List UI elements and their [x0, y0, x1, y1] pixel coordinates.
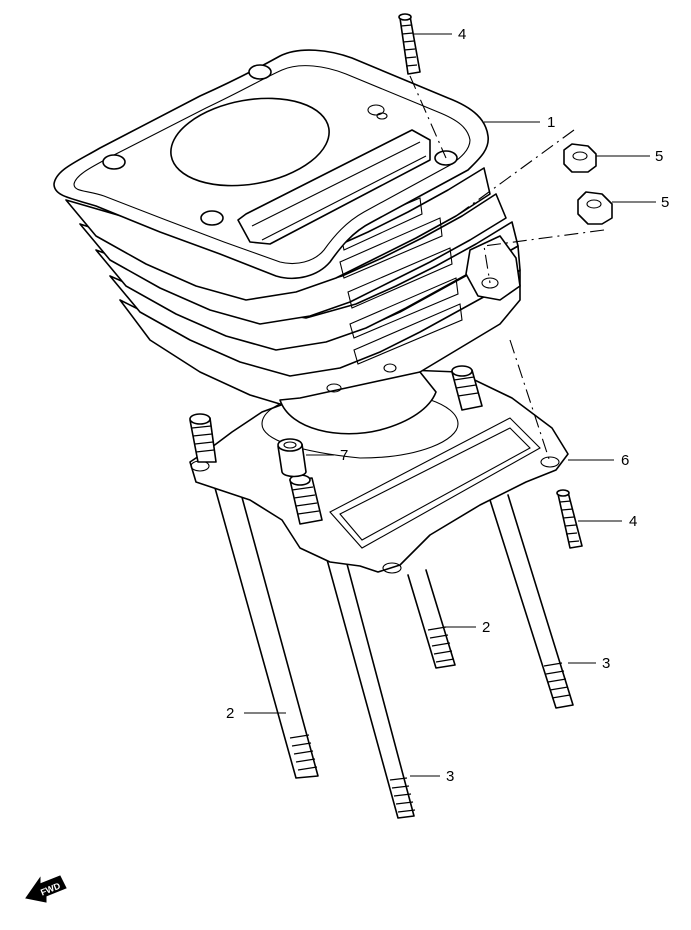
callout-labels: 4 1 5 5 6 7 4 2 3 2 3 — [226, 26, 669, 785]
flange-nut-lower — [577, 191, 613, 225]
flange-nut-upper — [563, 143, 597, 173]
callout-4-top: 4 — [458, 26, 466, 43]
leader-lines — [244, 33, 656, 777]
callout-5-upper: 5 — [655, 148, 663, 165]
callout-6: 6 — [621, 452, 629, 469]
callout-1: 1 — [547, 114, 555, 131]
callout-2-right: 2 — [482, 619, 490, 636]
forward-arrow-icon — [25, 875, 67, 903]
cylinder-block — [53, 49, 521, 435]
assembly-lines — [409, 75, 605, 463]
callout-3-right: 3 — [602, 655, 610, 672]
stud-bolt-3-right — [489, 494, 574, 709]
stud-top-center — [289, 474, 323, 525]
stud-bolt-2-right — [407, 569, 456, 669]
stud-thread-2-right — [427, 626, 455, 663]
stud-thread-2-left — [289, 734, 318, 771]
stud-bolt-3-lower — [311, 499, 416, 819]
callout-7: 7 — [340, 447, 348, 464]
stud-thread-3-right — [543, 662, 571, 699]
callout-3-lower: 3 — [446, 768, 454, 785]
callout-2-left: 2 — [226, 705, 234, 722]
stud-top-left — [189, 413, 217, 463]
callout-4-lower: 4 — [629, 513, 637, 530]
forward-badge: FWD — [25, 875, 67, 903]
short-stud-4-top — [398, 13, 421, 75]
dowel-pin — [277, 438, 307, 478]
short-stud-4-lower — [556, 489, 583, 549]
stud-top-right — [451, 365, 483, 411]
stud-bolt-2-left — [209, 467, 319, 779]
callout-5-lower: 5 — [661, 194, 669, 211]
stud-thread-3-lower — [389, 777, 416, 813]
